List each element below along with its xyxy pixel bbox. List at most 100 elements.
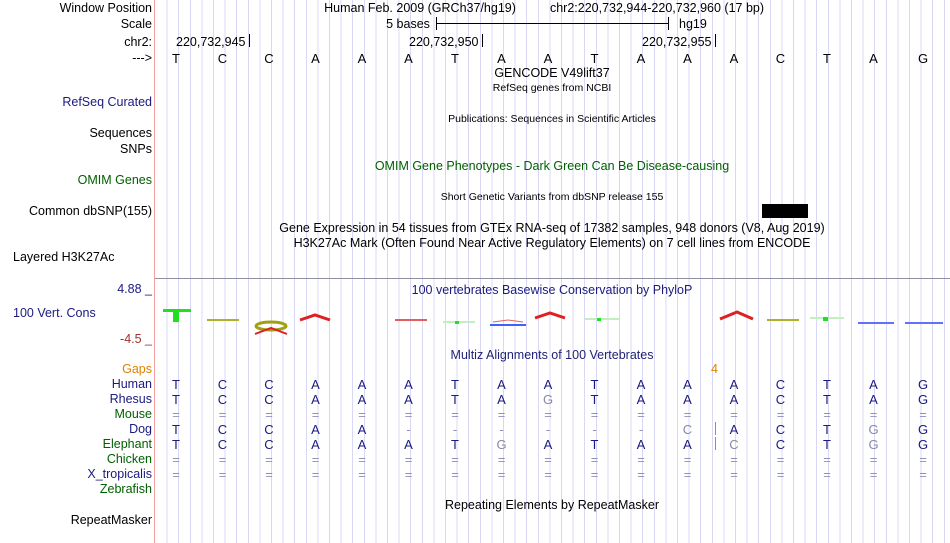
gtex-title[interactable]: Gene Expression in 54 tissues from GTEx … [279, 221, 825, 235]
alignment-base: A [404, 437, 413, 452]
omim-title[interactable]: OMIM Gene Phenotypes - Dark Green Can Be… [374, 159, 730, 173]
alignment-base: A [404, 392, 413, 407]
scale-bar [436, 23, 669, 24]
base: T [590, 51, 599, 66]
alignment-base: G [868, 422, 879, 437]
alignment-base: C [264, 377, 274, 392]
label-strand[interactable]: ---> [132, 51, 152, 65]
alignment-base: G [496, 437, 507, 452]
alignment-base: C [775, 437, 786, 452]
alignment-base: = [358, 467, 366, 482]
base: C [775, 51, 786, 66]
phylop-logo-A [299, 313, 331, 322]
label-window-position: Window Position [59, 1, 152, 15]
gap-marker [715, 422, 716, 435]
alignment-base: = [544, 407, 552, 422]
alignment-base: = [358, 407, 366, 422]
alignment-base: = [172, 467, 180, 482]
base: C [264, 51, 274, 66]
alignment-base: - [406, 422, 411, 437]
alignment-base: C [217, 377, 228, 392]
label-snps[interactable]: SNPs [120, 142, 152, 156]
alignment-base: = [919, 452, 927, 467]
base: A [683, 51, 692, 66]
phylop-logo-A [534, 311, 566, 320]
alignment-base: = [172, 452, 180, 467]
alignment-base: = [265, 407, 273, 422]
label-h3k27ac[interactable]: Layered H3K27Ac [13, 250, 115, 264]
gencode-title[interactable]: GENCODE V49lift37 [494, 66, 610, 80]
alignment-base: = [404, 452, 413, 467]
alignment-base: A [357, 392, 367, 407]
label-cons[interactable]: 100 Vert. Cons [13, 306, 96, 320]
snp-title[interactable]: Short Genetic Variants from dbSNP releas… [440, 191, 664, 203]
alignment-base: A [869, 392, 878, 407]
alignment-base: A [357, 422, 367, 437]
alignment-base: = [590, 407, 599, 422]
species-label[interactable]: X_tropicalis [87, 467, 152, 481]
alignment-base: A [869, 377, 878, 392]
repeat-title[interactable]: Repeating Elements by RepeatMasker [444, 498, 660, 512]
alignment-base: A [357, 437, 367, 452]
alignment-base: = [869, 407, 878, 422]
phylop-bar [490, 324, 526, 326]
alignment-base: T [823, 392, 831, 407]
alignment-base: A [497, 392, 506, 407]
alignment-base: = [218, 452, 227, 467]
species-label[interactable]: Rhesus [109, 392, 152, 406]
alignment-base: = [683, 407, 692, 422]
gap-count: 4 [711, 362, 718, 376]
alignment-base: T [590, 392, 599, 407]
alignment-base: G [542, 392, 554, 407]
alignment-base: C [264, 392, 274, 407]
alignment-base: T [172, 377, 180, 392]
alignment-base: A [729, 392, 739, 407]
alignment-base: A [404, 377, 413, 392]
alignment-base: = [497, 452, 506, 467]
label-refseq[interactable]: RefSeq Curated [62, 95, 152, 109]
alignment-base: = [358, 452, 366, 467]
alignment-base: C [729, 437, 739, 452]
species-label[interactable]: Dog [129, 422, 152, 436]
label-scale: Scale [120, 17, 152, 31]
alignment-base: T [823, 422, 831, 437]
alignment-base: = [497, 467, 506, 482]
pubs-title[interactable]: Publications: Sequences in Scientific Ar… [448, 113, 656, 125]
label-omim[interactable]: OMIM Genes [77, 173, 152, 187]
alignment-base: T [823, 377, 831, 392]
snp-feature[interactable] [762, 204, 808, 218]
phylop-title[interactable]: 100 vertebrates Basewise Conservation by… [411, 283, 693, 297]
label-chr: chr2: [124, 35, 152, 49]
alignment-base: = [265, 452, 273, 467]
h3k27ac-title[interactable]: H3K27Ac Mark (Often Found Near Active Re… [293, 236, 811, 250]
alignment-base: = [683, 452, 692, 467]
alignment-base: = [590, 467, 599, 482]
species-label[interactable]: Mouse [114, 407, 152, 421]
species-label[interactable]: Zebrafish [99, 482, 152, 496]
species-label[interactable]: Elephant [102, 437, 152, 451]
alignment-base: C [217, 392, 228, 407]
alignment-base: C [775, 422, 786, 437]
base-grid [156, 0, 950, 543]
multiz-title[interactable]: Multiz Alignments of 100 Vertebrates [450, 348, 654, 362]
alignment-base: = [776, 452, 785, 467]
alignment-base: = [404, 407, 413, 422]
coord: 220,732,955 [642, 35, 712, 49]
species-label[interactable]: Human [111, 377, 152, 391]
label-dbsnp[interactable]: Common dbSNP(155) [29, 204, 152, 218]
species-label[interactable]: Chicken [106, 452, 152, 466]
refseq-title[interactable]: RefSeq genes from NCBI [492, 82, 612, 94]
alignment-base: A [311, 392, 320, 407]
label-sequences[interactable]: Sequences [89, 126, 152, 140]
alignment-base: T [451, 392, 459, 407]
alignment-base: = [919, 407, 927, 422]
alignment-base: G [917, 422, 929, 437]
label-gaps[interactable]: Gaps [122, 362, 152, 376]
alignment-base: = [919, 467, 927, 482]
alignment-base: T [451, 437, 459, 452]
scale-tick [668, 17, 669, 30]
alignment-base: T [172, 422, 180, 437]
label-repeatmasker[interactable]: RepeatMasker [70, 513, 152, 527]
phylop-logo-C [254, 320, 288, 332]
alignment-base: G [917, 392, 929, 407]
